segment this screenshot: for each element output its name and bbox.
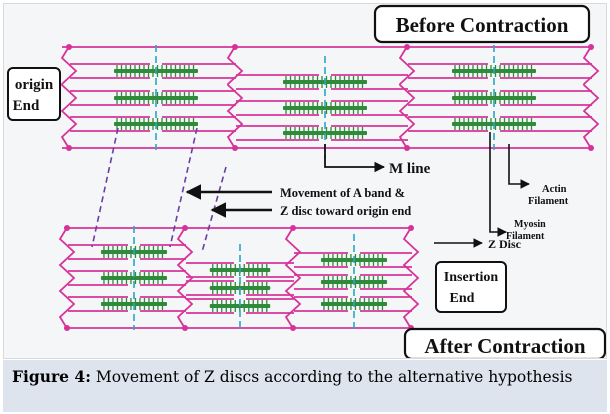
diagram-panel: Before Contraction After Contraction ori…	[3, 3, 607, 359]
z-disc-node	[64, 325, 70, 331]
z-disc-label: Z Disc	[488, 237, 522, 251]
actin-label-line1: Actin	[542, 184, 567, 195]
origin-end-box: origin End	[8, 68, 60, 120]
m-line-annotation: M line	[325, 144, 431, 177]
displacement-connectors	[92, 128, 226, 252]
z-disc-node	[404, 145, 410, 151]
insertion-end-box: Insertion End	[436, 262, 506, 312]
z-disc-node	[232, 145, 238, 151]
z-disc-node	[588, 145, 594, 151]
z-disc	[286, 226, 300, 330]
m-line-label: M line	[389, 161, 431, 177]
after-contraction-box: After Contraction	[405, 329, 605, 358]
sarcomere-diagram: Before Contraction After Contraction ori…	[4, 4, 606, 358]
insertion-label-line2: End	[450, 291, 475, 306]
z-disc	[228, 45, 242, 150]
origin-label-line1: origin	[15, 77, 54, 93]
before-contraction-label: Before Contraction	[396, 13, 569, 37]
z-disc-node	[182, 325, 188, 331]
z-disc	[400, 45, 414, 150]
z-disc-node	[404, 44, 410, 50]
dashed-connector-a	[92, 128, 118, 247]
insertion-label-line1: Insertion	[444, 270, 499, 285]
z-disc	[404, 226, 418, 330]
movement-label-line1: Movement of A band &	[280, 186, 405, 200]
actin-annotation: Actin Filament	[509, 144, 569, 207]
z-disc	[584, 45, 598, 150]
z-disc-node	[64, 225, 70, 231]
caption-label: Figure 4:	[12, 367, 91, 386]
z-disc-node	[290, 325, 296, 331]
z-disc-node	[232, 44, 238, 50]
z-disc-node	[408, 225, 414, 231]
figure-caption: Figure 4: Movement of Z discs according …	[3, 360, 607, 412]
z-disc	[60, 226, 74, 330]
movement-annotation: Movement of A band & Z disc toward origi…	[187, 186, 411, 218]
z-disc-node	[66, 145, 72, 151]
origin-label-line2: End	[13, 98, 40, 114]
z-disc-annotation: Z Disc	[434, 237, 522, 251]
actin-label-line2: Filament	[528, 196, 569, 207]
z-disc-node	[66, 44, 72, 50]
after-contraction-label: After Contraction	[424, 334, 585, 358]
z-disc-node	[588, 44, 594, 50]
z-disc-node	[182, 225, 188, 231]
z-disc	[62, 45, 76, 150]
z-disc-node	[290, 225, 296, 231]
z-disc	[178, 226, 192, 330]
caption-text: Movement of Z discs according to the alt…	[96, 368, 573, 386]
myosin-label-line1: Myosin	[514, 219, 546, 230]
movement-label-line2: Z disc toward origin end	[280, 204, 411, 218]
before-contraction-box: Before Contraction	[375, 6, 589, 42]
